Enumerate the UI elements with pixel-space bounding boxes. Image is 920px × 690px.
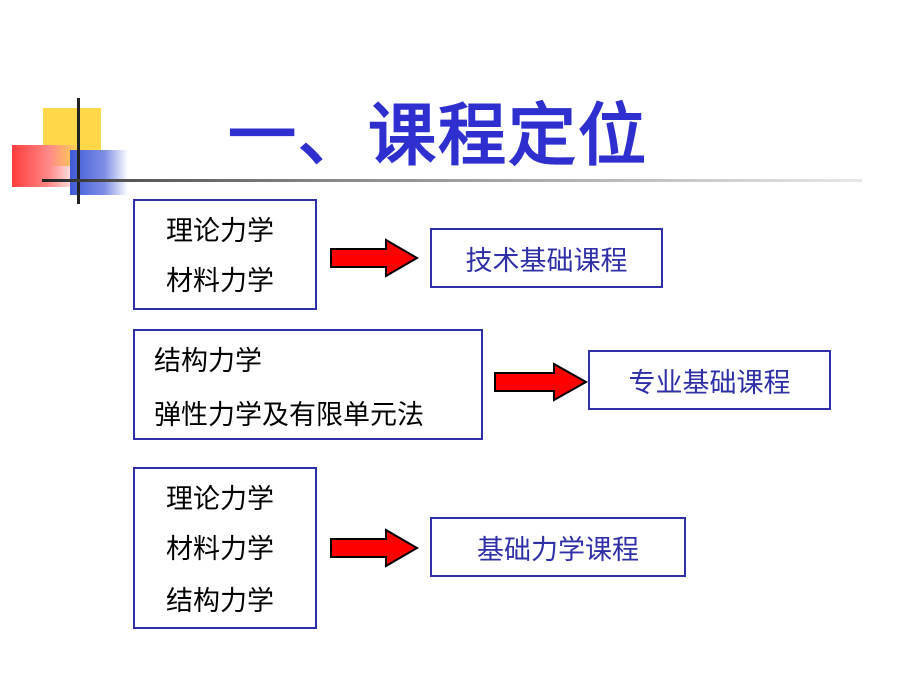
source-box-3: 理论力学 材料力学 结构力学 <box>133 467 317 629</box>
target-box-2: 专业基础课程 <box>588 350 831 410</box>
target-box-1: 技术基础课程 <box>430 228 663 288</box>
logo-vertical-line <box>77 98 80 204</box>
title-underline <box>42 179 862 182</box>
target-box-3: 基础力学课程 <box>430 517 686 577</box>
source-item: 结构力学 <box>166 586 274 617</box>
source-item: 结构力学 <box>154 346 262 377</box>
right-arrow-icon <box>494 362 589 402</box>
right-arrow-icon <box>330 528 419 568</box>
source-item: 理论力学 <box>166 484 274 515</box>
source-item: 弹性力学及有限单元法 <box>154 400 424 431</box>
source-item: 材料力学 <box>166 266 274 297</box>
source-item: 理论力学 <box>166 216 274 247</box>
source-box-2: 结构力学 弹性力学及有限单元法 <box>133 329 483 440</box>
slide-title: 一、课程定位 <box>228 97 649 176</box>
source-box-1: 理论力学 材料力学 <box>133 199 317 310</box>
right-arrow-icon <box>330 238 419 278</box>
source-item: 材料力学 <box>166 534 274 565</box>
